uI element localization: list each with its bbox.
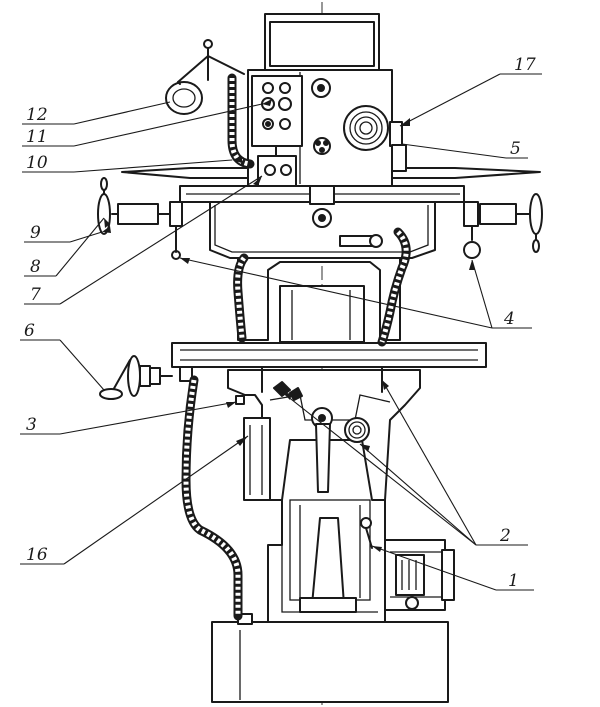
feed-lever (315, 423, 331, 493)
callout-11: 11 (26, 127, 48, 147)
callout-9: 9 (30, 223, 41, 243)
callout-numbers: 17 5 12 11 10 9 8 7 4 6 3 2 16 1 (24, 55, 536, 591)
work-lamp (165, 39, 245, 115)
callout-3: 3 (26, 415, 37, 435)
machine-base (211, 613, 449, 703)
callout-12: 12 (26, 105, 48, 125)
cross-handwheel-left (97, 177, 183, 260)
callout-8: 8 (30, 257, 41, 277)
callout-7: 7 (30, 285, 41, 305)
callout-2: 2 (499, 526, 511, 546)
callout-5: 5 (510, 139, 521, 159)
cross-handwheel-right (463, 193, 543, 259)
leader-arrowheads (102, 99, 475, 552)
knee-guard (243, 417, 271, 501)
motor (384, 539, 455, 611)
callout-10: 10 (26, 153, 48, 173)
callout-4: 4 (503, 309, 515, 329)
callout-16: 16 (26, 545, 48, 565)
callout-6: 6 (24, 321, 35, 341)
control-panel (251, 75, 303, 147)
table-handwheel (99, 355, 173, 400)
callout-1: 1 (508, 571, 519, 591)
coolant-return-hose (181, 375, 243, 621)
leader-lines (20, 73, 542, 591)
knee (227, 367, 421, 549)
callout-17: 17 (514, 55, 536, 75)
spindle-head (247, 13, 407, 228)
column-neck (237, 257, 401, 343)
